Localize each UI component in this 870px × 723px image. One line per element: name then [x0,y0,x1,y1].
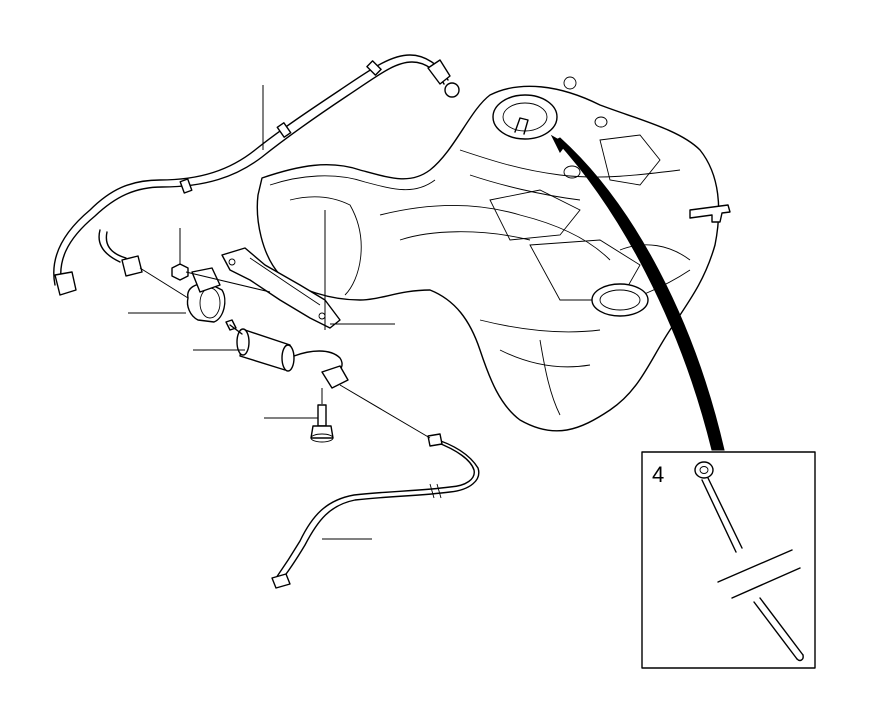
inset-detail-box: 4 [641,451,816,669]
fuel-tank [256,76,731,432]
sender-rod [694,461,804,662]
callout-leaders [128,85,395,540]
fuel-line [271,433,480,589]
inset-pointer [550,134,725,451]
fuel-pump-assembly [171,263,349,443]
inset-callout-number: 4 [652,462,664,487]
wiring-harness [53,54,460,296]
assembly-lines [139,210,431,439]
